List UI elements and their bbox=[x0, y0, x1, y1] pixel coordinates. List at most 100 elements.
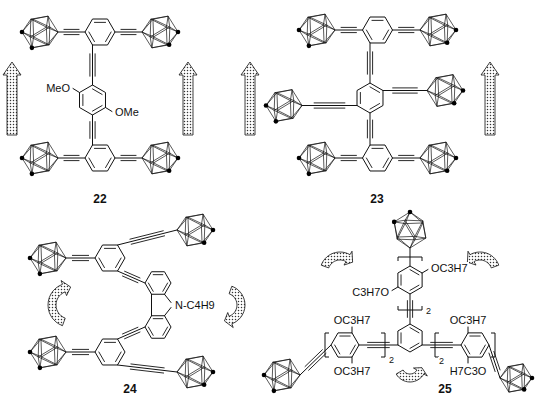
cage-edge bbox=[522, 364, 524, 374]
double-bond bbox=[366, 158, 372, 168]
cage-edge bbox=[508, 364, 523, 367]
substituent-label: MeO bbox=[45, 82, 71, 94]
cage-edge bbox=[429, 17, 445, 25]
cage-edge bbox=[185, 225, 201, 235]
bond bbox=[392, 287, 398, 291]
alkyne-bond bbox=[130, 231, 163, 239]
cage-edge bbox=[46, 16, 48, 27]
cage-edge bbox=[323, 14, 325, 25]
carbon-atom bbox=[262, 373, 267, 378]
bond bbox=[352, 327, 353, 333]
alkyne-bond bbox=[399, 27, 414, 28]
cage-edge bbox=[177, 359, 188, 372]
cage-edge bbox=[420, 145, 431, 158]
cage-edge bbox=[430, 171, 447, 174]
bond bbox=[422, 270, 428, 274]
cage-edge bbox=[187, 359, 189, 377]
cage-edge bbox=[150, 153, 166, 163]
carbon-atom bbox=[176, 30, 181, 35]
cage-edge bbox=[397, 220, 405, 237]
cage-edge bbox=[289, 375, 300, 388]
carbon-atom bbox=[530, 376, 535, 381]
cage-edge bbox=[32, 171, 47, 174]
benzene-ring bbox=[331, 333, 359, 357]
cage-edge bbox=[309, 17, 311, 35]
cage-edge bbox=[201, 356, 203, 367]
cage-edge bbox=[437, 103, 452, 106]
cage-edge bbox=[31, 16, 48, 19]
alkyne-bond bbox=[407, 301, 408, 318]
cage-edge bbox=[150, 27, 166, 37]
cage-edge bbox=[185, 367, 201, 377]
cage-edge bbox=[507, 374, 521, 383]
alkyne-bond bbox=[89, 54, 90, 76]
cage-edge bbox=[429, 142, 446, 145]
double-bond bbox=[366, 30, 372, 40]
cage-edge bbox=[150, 37, 152, 48]
benzene-ring bbox=[85, 145, 115, 171]
cage-edge bbox=[22, 145, 33, 158]
cage-edge bbox=[308, 14, 325, 17]
alkyne-bond bbox=[393, 30, 421, 31]
carbon-atom bbox=[392, 220, 397, 225]
cage-edge bbox=[55, 258, 66, 271]
cage-edge bbox=[428, 25, 444, 35]
cage-edge bbox=[308, 145, 324, 153]
carbon-atom bbox=[297, 28, 302, 33]
cage-edge bbox=[31, 145, 47, 153]
double-bond bbox=[153, 274, 163, 275]
cage-edge bbox=[439, 86, 455, 96]
carborane-cage bbox=[177, 214, 215, 246]
double-bond bbox=[148, 283, 153, 291]
carbon-atom bbox=[408, 210, 413, 215]
alkyne-bond bbox=[489, 353, 495, 371]
repeat-bracket bbox=[435, 333, 439, 357]
cage-edge bbox=[272, 362, 274, 380]
cage-edge bbox=[31, 142, 48, 145]
cage-edge bbox=[185, 359, 187, 377]
alkyne-bond bbox=[58, 158, 85, 159]
alkyne-bond bbox=[393, 93, 418, 94]
cage-edge bbox=[308, 17, 324, 25]
carborane-cage bbox=[500, 364, 534, 392]
carbon-atom bbox=[211, 228, 216, 233]
cage-edge bbox=[264, 362, 273, 375]
alkyne-bond bbox=[335, 158, 363, 159]
double-bond bbox=[82, 94, 83, 105]
carbon-atom bbox=[30, 172, 35, 177]
cage-edge bbox=[430, 17, 432, 35]
alkyne-bond bbox=[372, 52, 373, 74]
substituent-label: H7C3O bbox=[449, 365, 488, 377]
cage-edge bbox=[324, 30, 335, 43]
cage-edge bbox=[436, 75, 453, 78]
cage-edge bbox=[274, 362, 276, 380]
double-bond bbox=[335, 345, 340, 354]
cage-edge bbox=[142, 145, 153, 158]
cage-edge bbox=[40, 271, 55, 274]
cage-edge bbox=[151, 19, 167, 27]
cage-edge bbox=[521, 374, 523, 390]
cage-edge bbox=[288, 370, 300, 375]
cage-edge bbox=[177, 217, 188, 230]
cage-edge bbox=[415, 236, 426, 238]
cage-edge bbox=[429, 14, 446, 17]
cage-edge bbox=[405, 224, 415, 240]
cage-edge bbox=[42, 347, 58, 357]
bond bbox=[165, 294, 172, 302]
cage-edge bbox=[46, 153, 48, 171]
double-bond bbox=[350, 345, 355, 354]
cage-edge bbox=[428, 145, 430, 163]
carborane-cage bbox=[28, 242, 66, 276]
cage-edge bbox=[420, 17, 429, 30]
cage-edge bbox=[38, 357, 55, 365]
cage-edge bbox=[308, 142, 325, 145]
alkyne-bond bbox=[300, 345, 331, 375]
bond bbox=[106, 108, 113, 112]
cage-edge bbox=[30, 145, 32, 163]
cage-edge bbox=[34, 27, 50, 37]
cage-edge bbox=[290, 101, 292, 119]
cage-edge bbox=[34, 153, 50, 163]
carbon-atom bbox=[20, 30, 25, 35]
alkyne-bond bbox=[72, 354, 88, 355]
